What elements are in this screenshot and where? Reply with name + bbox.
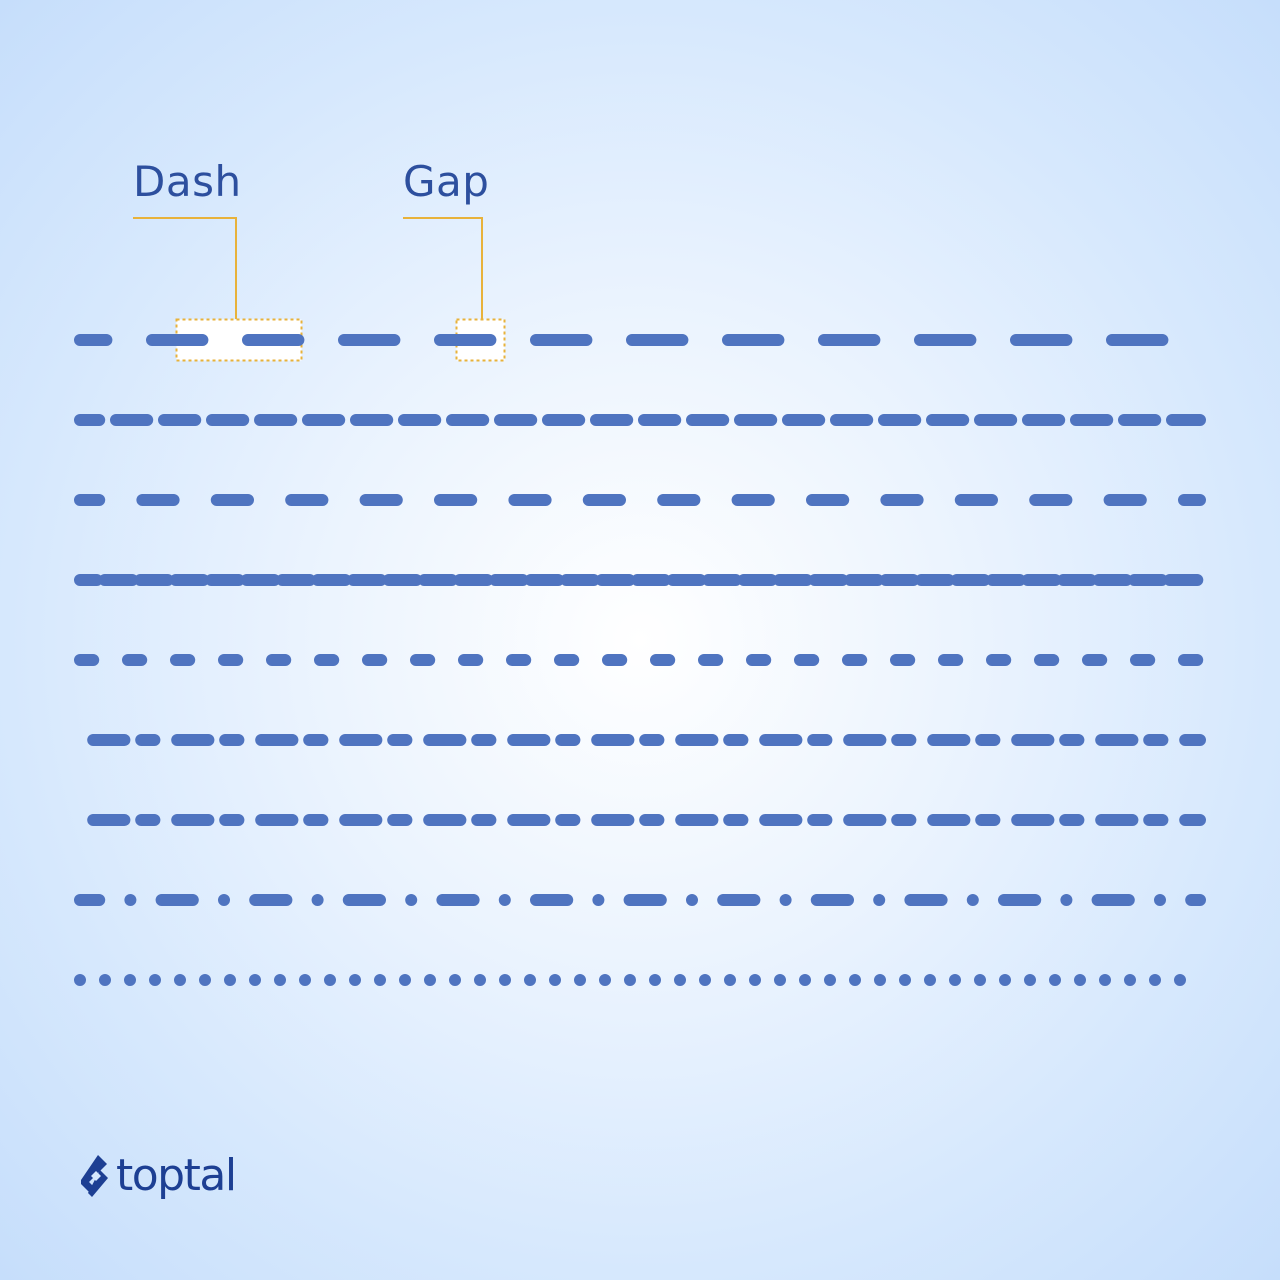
gap-label: Gap: [403, 157, 490, 206]
toptal-logo-icon: [81, 1155, 108, 1197]
dash-callout-line: [133, 217, 237, 319]
dash-pattern-lines: [74, 334, 1206, 986]
toptal-logo: toptal: [78, 1148, 237, 1204]
gap-callout-line: [403, 217, 483, 319]
dash-label: Dash: [133, 157, 242, 206]
brand-name: toptal: [116, 1150, 237, 1201]
